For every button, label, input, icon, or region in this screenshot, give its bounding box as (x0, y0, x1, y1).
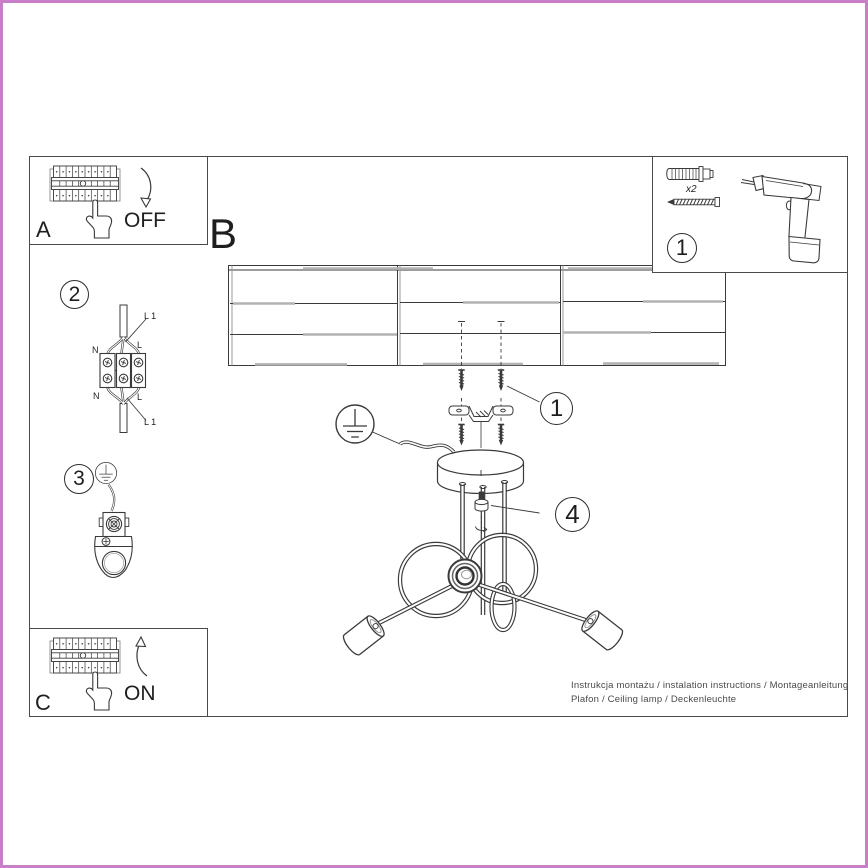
pointing-hand-icon (85, 671, 113, 711)
screw-icon (667, 197, 720, 207)
parts-illustration (666, 166, 822, 264)
screw-icon (456, 368, 467, 393)
callout-wiring: 2 (60, 280, 89, 309)
mounting-bracket (448, 405, 514, 448)
step-a-label: A (36, 217, 51, 242)
screw-icon (456, 423, 467, 447)
drill-icon (740, 174, 822, 264)
lamp-body (340, 532, 626, 658)
ground-symbol-icon (335, 404, 401, 445)
step-c-illustration (49, 635, 148, 711)
wire-label-neutral-bottom: N (93, 391, 100, 401)
step-a-illustration (49, 165, 152, 239)
step-c-label: C (35, 690, 51, 715)
step-c-action: ON (124, 682, 156, 705)
wire-label-l1-bottom: L 1 (144, 417, 157, 427)
callout-parts: 1 (667, 233, 697, 263)
lamp-holder-icon (578, 607, 626, 653)
step-c-box (29, 628, 208, 717)
lamp-holder-icon (340, 612, 388, 658)
wiring-diagram (99, 304, 147, 433)
quantity-label: x2 (686, 184, 697, 195)
callout-screws: 1 (540, 392, 573, 425)
wire-label-live-top: L (137, 340, 143, 350)
main-drawing (94, 265, 726, 658)
wire-label-l1-top: L 1 (144, 311, 157, 321)
screw-icon (496, 423, 506, 447)
footer-product-line: Plafon / Ceiling lamp / Deckenleuchte (571, 694, 737, 705)
arrow-up-icon (135, 635, 148, 677)
pointing-hand-icon (85, 199, 113, 239)
step-b-label: B (209, 210, 238, 257)
bulb-socket-hub (447, 558, 483, 594)
parts-box (652, 156, 848, 273)
callout-ground: 3 (64, 464, 94, 494)
canopy (436, 449, 525, 495)
wall-plug-icon (666, 166, 714, 182)
screw-icon (496, 368, 506, 393)
earth-clamp-diagram (94, 461, 133, 579)
ground-symbol-icon (94, 461, 118, 485)
ceiling-drawing (228, 265, 726, 366)
socket-nipple (474, 491, 540, 536)
step-a-action: OFF (124, 209, 166, 232)
terminal-block (99, 352, 147, 389)
footer-title-line: Instrukcja montażu / instalation instruc… (571, 680, 849, 691)
wire-label-live-bottom: L (137, 392, 143, 402)
supply-cable (399, 440, 456, 454)
wire-label-neutral-top: N (92, 345, 99, 355)
arrow-down-icon (140, 167, 152, 209)
fuse-box-icon (49, 637, 121, 674)
fuse-box-icon (49, 165, 121, 202)
callout-socket: 4 (555, 497, 590, 532)
step-a-box (29, 156, 208, 245)
callout-leader (506, 385, 540, 403)
